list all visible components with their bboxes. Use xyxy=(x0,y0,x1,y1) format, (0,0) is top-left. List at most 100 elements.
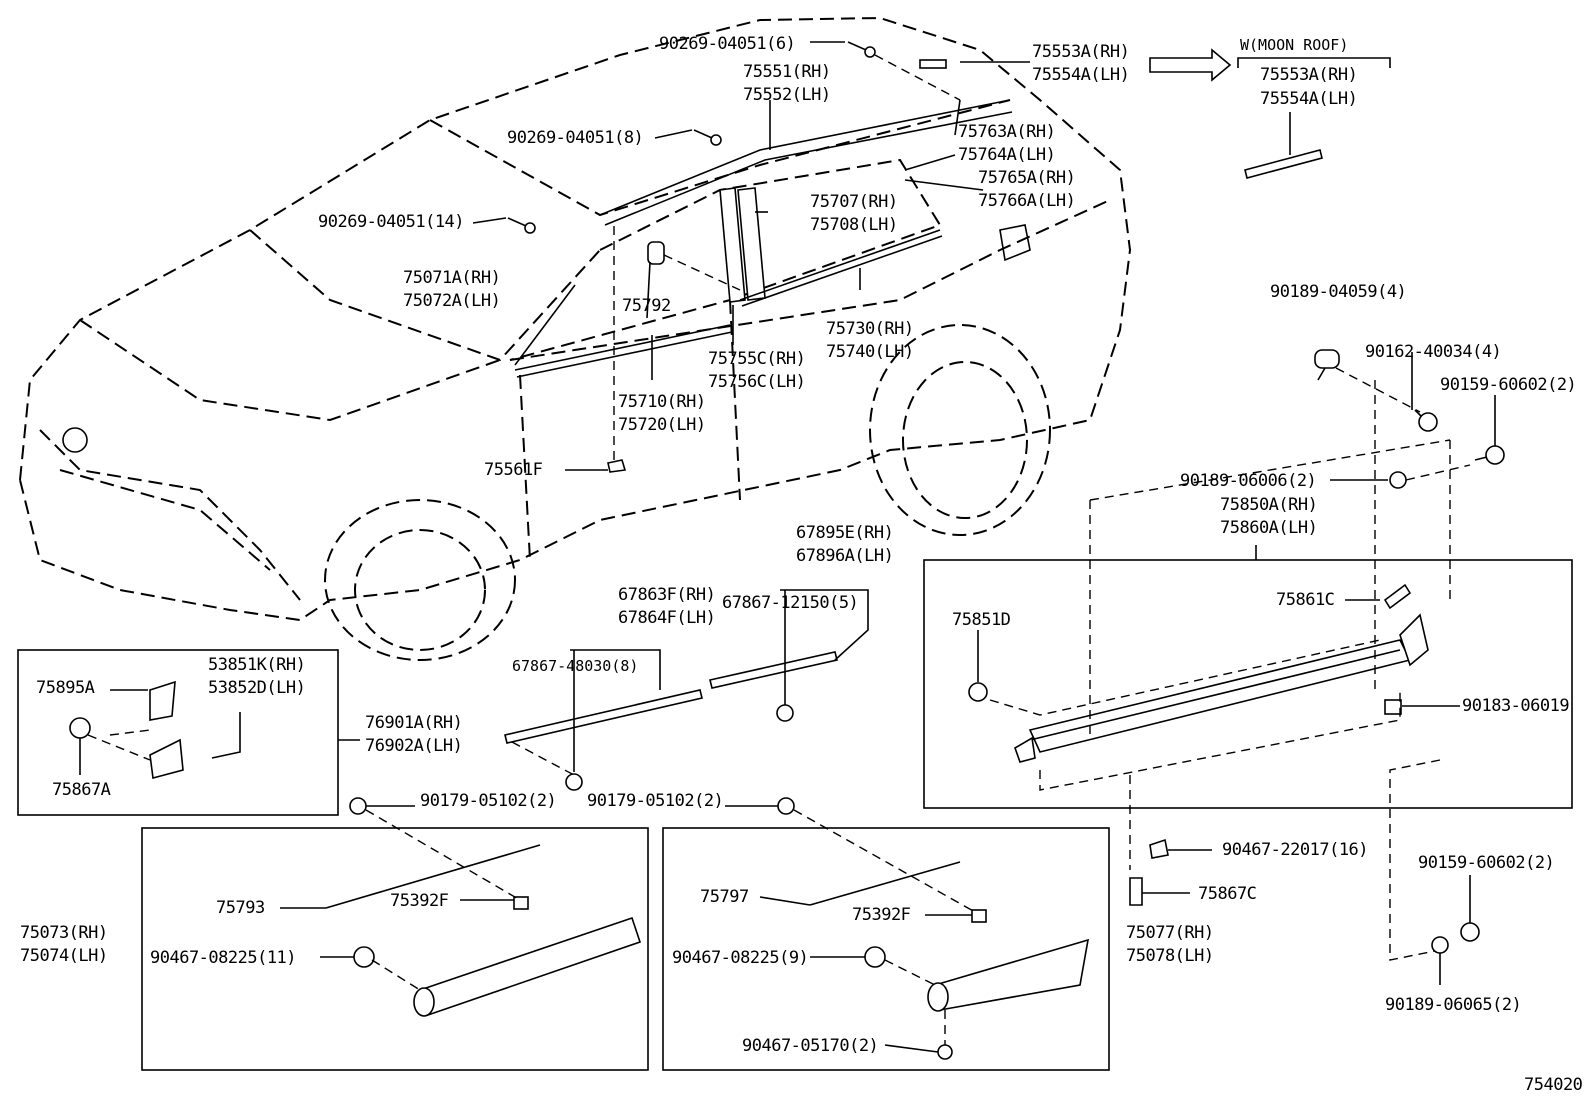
label-rear-belt-rh: 75730(RH) xyxy=(826,319,914,339)
screw-06065 xyxy=(1431,936,1449,954)
label-part-75561f: 75561F xyxy=(484,460,543,480)
label-rear-pillar2-lh: 75766A(LH) xyxy=(978,191,1075,211)
label-part-53851k-rh: 53851K(RH) xyxy=(208,655,305,675)
label-screw-04059: 90189-04059(4) xyxy=(1270,282,1406,302)
label-roof-drip-lh: 75552(LH) xyxy=(743,85,831,105)
flare-piece xyxy=(149,738,184,780)
clip-48030 xyxy=(565,773,583,791)
flare-box xyxy=(17,649,360,816)
clip-08225-9 xyxy=(864,946,886,968)
flare-box-frame xyxy=(17,649,339,816)
clip-12150 xyxy=(776,704,794,722)
label-windshield-lh: 75072A(LH) xyxy=(403,291,500,311)
front-molding xyxy=(418,916,642,1017)
label-windshield-rh: 75071A(RH) xyxy=(403,268,500,288)
label-garnish-a-lh: 67896A(LH) xyxy=(796,546,893,566)
part-75861c xyxy=(1383,583,1412,610)
front-molding-frame xyxy=(141,827,649,1071)
label-bolt-8: 90269-04051(8) xyxy=(507,128,643,148)
label-part-75867c: 75867C xyxy=(1198,884,1256,904)
front-molding-box xyxy=(141,797,649,1071)
label-screw-06006: 90189-06006(2) xyxy=(1180,471,1316,491)
label-rear-mold-rh: 75077(RH) xyxy=(1126,923,1214,943)
label-front-mold-rh: 75073(RH) xyxy=(20,923,108,943)
label-clip-08225-11: 90467-08225(11) xyxy=(150,948,296,968)
screw-06006 xyxy=(1389,471,1407,489)
label-clip-12150: 67867-12150(5) xyxy=(722,593,858,613)
label-part-75851d: 75851D xyxy=(952,610,1011,630)
rocker-molding xyxy=(1028,639,1412,753)
label-rocker-rh: 75850A(RH) xyxy=(1220,495,1317,515)
label-nut-40034: 90162-40034(4) xyxy=(1365,342,1501,362)
clip-75792 xyxy=(647,241,665,265)
arrow-right-icon xyxy=(1149,48,1232,82)
label-clip-22017: 90467-22017(16) xyxy=(1222,840,1368,860)
label-clip-08225-9: 90467-08225(9) xyxy=(672,948,808,968)
top-fasteners xyxy=(507,41,961,234)
clip-05102-b xyxy=(777,797,795,815)
garnish-e xyxy=(709,651,838,689)
label-front-belt-lh: 75720(LH) xyxy=(618,415,706,435)
part-75561f xyxy=(607,459,627,473)
label-flare-lh: 76902A(LH) xyxy=(365,736,462,756)
label-pillar-c-rh: 75755C(RH) xyxy=(708,349,805,369)
rocker-box xyxy=(923,559,1573,809)
label-clip-48030: 67867-48030(8) xyxy=(512,657,638,675)
label-clip-05102-b: 90179-05102(2) xyxy=(587,791,723,811)
label-garnish-f-lh: 67864F(LH) xyxy=(618,608,715,628)
label-roof-mold-rh: 75553A(RH) xyxy=(1032,42,1129,62)
label-part-75861c: 75861C xyxy=(1276,590,1334,610)
label-rear-pillar-rh: 75763A(RH) xyxy=(958,122,1055,142)
label-roof-drip-rh: 75551(RH) xyxy=(743,62,831,82)
label-rear-door-frame-rh: 75707(RH) xyxy=(810,192,898,212)
part-75392f-a xyxy=(513,896,529,910)
label-part-75793: 75793 xyxy=(216,898,265,918)
label-part-75895a: 75895A xyxy=(36,678,95,698)
screw-04059 xyxy=(1314,349,1340,369)
part-75851d xyxy=(968,682,988,702)
label-rear-pillar2-rh: 75765A(RH) xyxy=(978,168,1075,188)
clip-05170 xyxy=(937,1044,953,1060)
label-bolt-14: 90269-04051(14) xyxy=(318,212,464,232)
label-rear-mold-lh: 75078(LH) xyxy=(1126,946,1214,966)
bolt-60602-bottom xyxy=(1460,922,1480,942)
label-screw-06065: 90189-06065(2) xyxy=(1385,995,1521,1015)
label-part-75867a: 75867A xyxy=(52,780,111,800)
rear-molding-box xyxy=(662,797,1110,1071)
label-part-75392f-a: 75392F xyxy=(390,891,449,911)
label-garnish-e-rh: 67895E(RH) xyxy=(796,523,893,543)
label-rear-belt-lh: 75740(LH) xyxy=(826,342,914,362)
door-garnish xyxy=(504,589,869,791)
roof-molding-piece xyxy=(919,59,947,69)
clip-08225-11 xyxy=(353,946,375,968)
label-front-mold-lh: 75074(LH) xyxy=(20,946,108,966)
garnish-f xyxy=(504,689,703,744)
label-clip-75792: 75792 xyxy=(622,296,671,316)
label-rocker-lh: 75860A(LH) xyxy=(1220,518,1317,538)
part-75392f-b xyxy=(971,909,987,923)
label-bolt-60602-bottom: 90159-60602(2) xyxy=(1418,853,1554,873)
door-moldings xyxy=(514,187,943,473)
leader-lines xyxy=(79,41,1496,1053)
right-fasteners xyxy=(1129,349,1505,985)
rocker-assembly xyxy=(923,380,1573,961)
label-bolt-60602-top: 90159-60602(2) xyxy=(1440,375,1576,395)
bolt-60602-top xyxy=(1485,445,1505,465)
part-labels: 90269-04051(6) 75551(RH) 75552(LH) 90269… xyxy=(20,34,1583,1095)
moonroof-molding xyxy=(1244,149,1323,179)
label-clip-06019: 90183-06019 xyxy=(1462,696,1569,716)
label-front-belt-rh: 75710(RH) xyxy=(618,392,706,412)
label-moonroof-header: W(MOON ROOF) xyxy=(1240,36,1348,54)
label-part-53852d-lh: 53852D(LH) xyxy=(208,678,305,698)
roof-moldings xyxy=(599,48,1391,226)
part-75867a xyxy=(69,717,91,739)
label-rear-pillar-lh: 75764A(LH) xyxy=(958,145,1055,165)
label-clip-05102-a: 90179-05102(2) xyxy=(420,791,556,811)
part-75895a xyxy=(149,680,176,721)
clip-22017 xyxy=(1149,838,1169,859)
label-roof-mold-lh: 75554A(LH) xyxy=(1032,65,1129,85)
rear-molding-frame xyxy=(662,827,1110,1071)
nut-40034 xyxy=(1418,412,1438,432)
